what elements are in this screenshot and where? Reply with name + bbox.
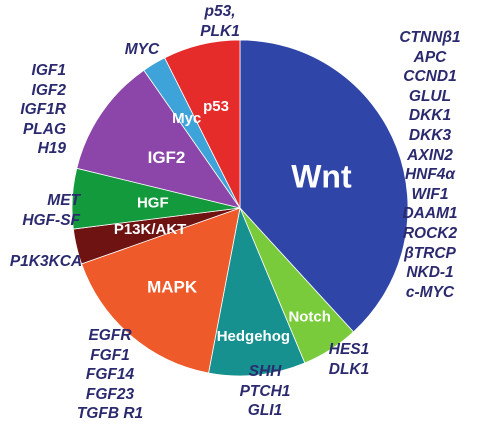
slice-label-igf2: IGF2: [148, 148, 186, 167]
gene-label: P1K3KCA: [9, 253, 83, 270]
gene-label: AXIN2: [407, 146, 453, 164]
gene-label: TGFB R1: [76, 405, 144, 423]
gene-label: IGF1: [31, 62, 66, 79]
gene-label: HGF-SF: [22, 211, 80, 229]
pie-slice-p53: [164, 39, 241, 209]
gene-label: SHH: [248, 363, 282, 380]
gene-label: βTRCP: [404, 244, 456, 262]
hgf-gene-list: MET HGF-SF: [2, 191, 80, 230]
gene-label: c-MYC: [405, 283, 455, 301]
slice-label-wnt: Wnt: [291, 158, 352, 194]
gene-label: DKK3: [408, 126, 452, 144]
pi3k-gene-list: P1K3KCA: [2, 252, 90, 272]
gene-label: HNF4α: [404, 166, 456, 184]
pie-slice-hedgehog: [208, 206, 306, 377]
slice-label-p13k-akt: P13K/AKT: [114, 221, 187, 238]
gene-label: DLK1: [328, 360, 370, 378]
gene-label: PLAG: [22, 120, 66, 138]
gene-label: APC: [413, 48, 447, 66]
slice-label-notch: Notch: [288, 309, 331, 326]
slice-label-hgf: HGF: [137, 195, 169, 212]
gene-label: EGFR: [88, 327, 132, 344]
gene-label: FGF23: [85, 385, 135, 403]
pie-slice-mapk: [81, 207, 241, 374]
gene-label: PLK1: [200, 22, 240, 40]
gene-label: DKK1: [408, 107, 452, 125]
gene-label: MYC: [124, 41, 160, 58]
pie-slice-wnt: [239, 39, 409, 333]
slice-label-myc: Myc: [172, 110, 201, 127]
gene-label: CCND1: [403, 68, 457, 86]
gene-label: PTCH1: [239, 382, 291, 400]
gene-label: FGF14: [85, 366, 135, 384]
gene-label: NKD-1: [406, 264, 454, 282]
p53-gene-list: p53, PLK1: [184, 2, 256, 41]
gene-label: IGF2: [31, 81, 66, 99]
gene-label: MET: [47, 192, 80, 209]
gene-label: GLI1: [247, 402, 283, 420]
gene-label: WIF1: [411, 185, 449, 203]
pie-slice-igf2: [76, 69, 241, 209]
gene-label: p53,: [204, 3, 236, 20]
gene-label: HES1: [328, 341, 370, 358]
gene-label: ROCK2: [402, 224, 458, 242]
gene-label: IGF1R: [20, 101, 66, 119]
gene-label: DAAM1: [402, 205, 458, 223]
gene-label: H19: [37, 140, 66, 158]
myc-gene-list: MYC: [112, 40, 172, 60]
slice-label-hedgehog: Hedgehog: [217, 328, 290, 345]
slice-label-p53: p53: [203, 98, 229, 115]
gene-label: FGF1: [90, 346, 130, 364]
slice-label-mapk: MAPK: [147, 278, 198, 297]
gene-label: GLUL: [408, 87, 452, 105]
gene-label: CTNNβ1: [399, 29, 461, 46]
